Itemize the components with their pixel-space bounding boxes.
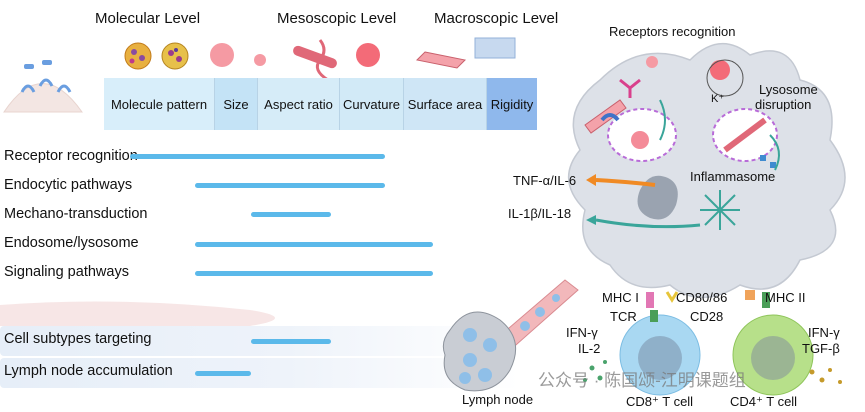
row-label-endosome-lysosome: Endosome/lysosome [4, 235, 139, 251]
label-cd4-t-cell: CD4⁺ T cell [730, 394, 798, 409]
label-ifn-gamma-left: IFN-γ [566, 325, 598, 340]
row-label-cell-subtypes-targeting: Cell subtypes targeting [4, 331, 152, 347]
property-size: Size [215, 78, 258, 130]
macroscopic-level-title: Macroscopic Level [434, 10, 559, 27]
molecular-level-title: Molecular Level [95, 10, 201, 27]
bar-lymph-node-accumulation [194, 371, 251, 376]
label-inflammasome: Inflammasome [690, 169, 776, 184]
bar-endocytic-pathways [194, 183, 385, 188]
property-aspect-ratio: Aspect ratio [258, 78, 340, 130]
property-rigidity: Rigidity [487, 78, 537, 130]
nucleus [637, 175, 678, 220]
property-surface-area: Surface area [404, 78, 487, 130]
label-il2: IL-2 [578, 341, 601, 356]
label-cd28: CD28 [690, 309, 724, 324]
label-il1-il18: IL-1β/IL-18 [508, 206, 572, 221]
label-mhc-ii: MHC II [765, 290, 806, 305]
bar-signaling-pathways [194, 271, 433, 276]
property-label: Aspect ratio [264, 96, 333, 112]
dendritic-cell-body [567, 42, 846, 299]
label-cd80-86: CD80/86 [676, 290, 728, 305]
row-label-lymph-node-accumulation: Lymph node accumulation [4, 363, 173, 379]
property-molecule-pattern: Molecule pattern [104, 78, 215, 130]
row-panel-lymph [0, 358, 520, 388]
label-mhc-i: MHC I [602, 290, 639, 305]
label-lysosome: Lysosome [759, 82, 818, 97]
mesoscopic-level-title: Mesoscopic Level [277, 10, 397, 27]
row-label-endocytic-pathways: Endocytic pathways [4, 177, 133, 193]
property-label: Surface area [407, 96, 483, 112]
tnf-arrow [595, 178, 656, 187]
label-tnf-il6: TNF-α/IL-6 [513, 173, 577, 188]
bar-receptor-recognition [129, 154, 385, 159]
row-label-receptor-recognition: Receptor recognition [4, 148, 138, 164]
label-ifn-gamma-right: IFN-γ [808, 325, 840, 340]
label-tcr: TCR [610, 309, 637, 324]
property-band: Molecule pattern Size Aspect ratio Curva… [104, 78, 537, 130]
label-receptors-recognition: Receptors recognition [609, 24, 736, 39]
watermark: 公众号 · 陈国颂-江明课题组 [538, 371, 746, 390]
label-cd8-t-cell: CD8⁺ T cell [626, 394, 694, 409]
property-label: Molecule pattern [110, 96, 208, 112]
cell-surface-icon [3, 60, 83, 113]
row-label-signaling-pathways: Signaling pathways [4, 264, 129, 280]
row-label-mechano-transduction: Mechano-transduction [4, 206, 148, 222]
property-label: Size [223, 96, 249, 112]
label-k-ion: K⁺ [711, 93, 725, 105]
label-lymph-node: Lymph node [462, 392, 534, 407]
bar-mechano-transduction [250, 212, 332, 217]
label-disruption: disruption [755, 97, 812, 112]
label-tgf-beta: TGF-β [802, 341, 840, 356]
bar-endosome-lysosome [194, 242, 433, 247]
property-label: Rigidity [490, 96, 534, 112]
lymph-node-icon [442, 311, 517, 392]
bar-cell-subtypes-targeting [250, 339, 332, 344]
il1-arrow [595, 218, 701, 229]
nanoparticle-icons [124, 37, 516, 82]
property-label: Curvature [342, 96, 401, 112]
inflammasome-icon [700, 190, 740, 230]
property-curvature: Curvature [340, 78, 404, 130]
